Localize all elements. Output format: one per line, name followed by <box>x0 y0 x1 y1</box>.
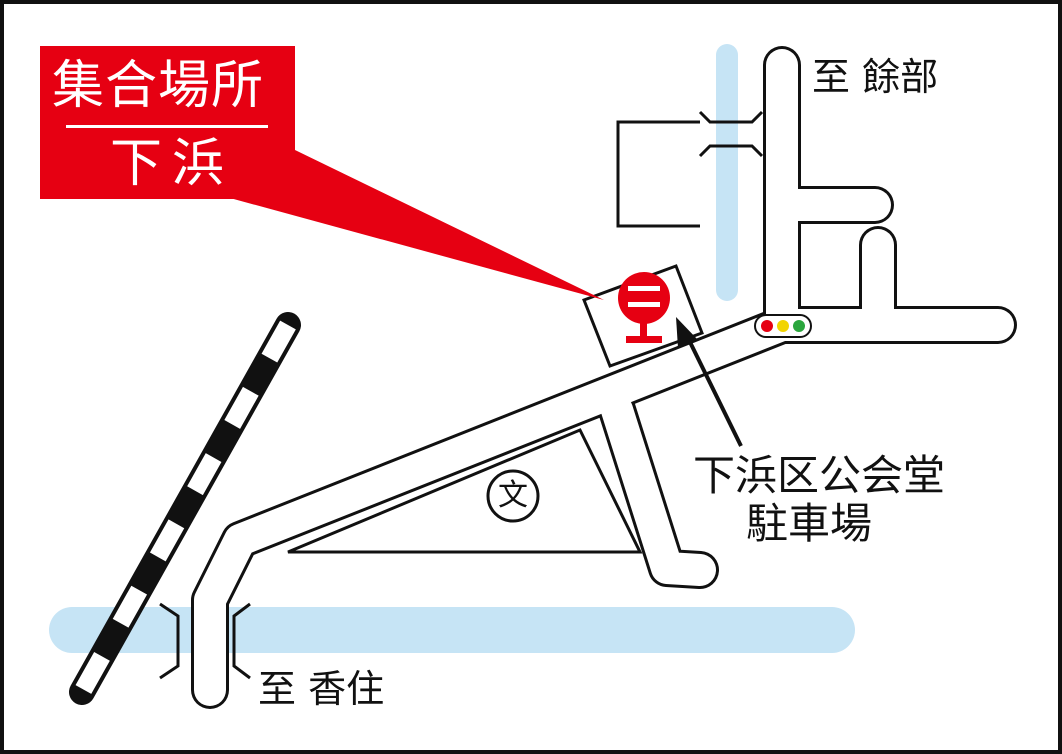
school-block <box>287 428 643 554</box>
callout-divider <box>66 125 268 128</box>
road-network <box>191 46 1017 709</box>
bus-stop-icon <box>618 272 670 343</box>
school-symbol-icon <box>486 469 540 523</box>
traffic-signal-icon <box>754 314 812 338</box>
callout-pointer <box>230 150 604 300</box>
bridge-south <box>159 602 251 680</box>
school-symbol-label: 文 <box>498 478 528 513</box>
label-to-kasumi: 至 香住 <box>258 667 385 711</box>
building-outline <box>616 120 700 228</box>
callout-box <box>40 46 295 199</box>
callout-place: 下浜 <box>110 134 235 194</box>
bridge-north <box>698 110 764 158</box>
arrow-to-parking <box>676 317 743 447</box>
railway-line <box>69 312 301 705</box>
callout-title: 集合場所 <box>52 56 265 116</box>
label-to-amarube: 至 餘部 <box>812 55 939 99</box>
label-hall-line2: 駐車場 <box>746 499 873 548</box>
label-hall-line1: 下浜区公会堂 <box>693 451 946 500</box>
